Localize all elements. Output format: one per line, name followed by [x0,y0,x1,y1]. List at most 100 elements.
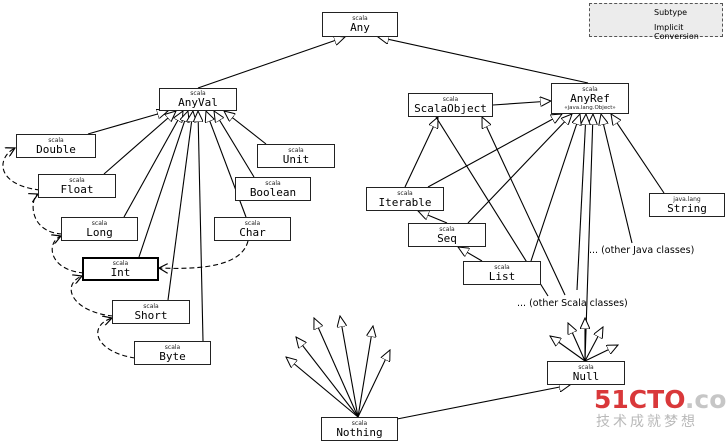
node-long-package: scala [91,219,108,227]
node-seq-name: Seq [437,231,457,245]
implicit-edge-short-to-int [70,276,114,317]
node-nothing-package: scala [351,419,368,427]
null-fan-arrow-2 [568,323,586,362]
null-fan-arrow-4 [584,327,603,362]
node-list-package: scala [494,263,510,271]
watermark-brand-grey: .com [684,385,728,414]
node-byte: scala Byte [134,341,211,365]
nothing-fan-arrow-1 [286,357,359,418]
legend-box: Subtype Implicit Conversion [589,3,723,41]
node-boolean: scala Boolean [235,177,311,201]
subtype-edge-iterable-to-scalaobject [404,117,438,188]
node-iterable-name: Iterable [378,195,432,209]
node-unit: scala Unit [257,144,335,168]
subtype-edge-char-to-anyval [206,111,247,218]
note-other-scala-classes: ... (other Scala classes) [517,298,628,309]
nothing-fan-arrow-3 [314,318,359,418]
node-float: scala Float [38,174,116,198]
node-list: scala List [463,261,541,285]
node-string-name: String [667,201,707,215]
node-any-name: Any [350,21,370,34]
nothing-fan-arrow-4 [340,316,359,418]
nothing-fan-arrow-6 [357,350,390,418]
node-iterable-package: scala [397,189,413,197]
subtype-edge-long-to-anyval [123,111,183,218]
node-scalaobject-package: scala [442,95,459,103]
node-scalaobject-name: ScalaObject [414,101,487,115]
subtype-edge-null-to-anyref [584,114,593,362]
nothing-fan-layer [286,316,618,418]
node-anyval-name: AnyVal [178,96,218,109]
subtype-edge-anyref-to-any [378,37,589,84]
node-iterable: scala Iterable [366,187,444,211]
subtype-edge-seq-to-iterable [418,211,448,224]
node-float-name: Float [60,182,94,196]
subtype-edge-short-to-anyval [167,111,193,301]
subtype-edge-iterable-to-anyref [427,114,562,188]
watermark-brand: 51CTO.com [594,385,728,414]
node-nothing-name: Nothing [336,425,383,439]
subtype-edge-double-to-anyval [87,111,168,135]
edges-layer [2,37,665,421]
node-anyref-package: scala [582,86,598,93]
node-float-package: scala [69,176,85,184]
subtype-edge-boolean-to-anyval [214,111,255,178]
node-anyref: scala AnyRef «java.lang.Object» [551,83,629,114]
node-string: java.lang String [649,193,725,217]
node-short: scala Short [112,300,190,324]
node-char-name: Char [239,225,266,239]
node-anyref-name: AnyRef [570,92,610,105]
subtype-edge-byte-to-anyval [198,111,204,342]
subtype-edge-other-scala-to-scalaobject [482,117,566,296]
node-null: scala Null [547,361,625,385]
node-char: scala Char [214,217,291,241]
node-short-package: scala [143,302,159,310]
watermark-tagline: 技术成就梦想 [596,414,698,430]
node-boolean-name: Boolean [249,185,297,199]
implicit-edge-float-to-double [2,148,41,191]
node-double-name: Double [36,142,76,156]
node-double: scala Double [16,134,96,158]
node-anyval: scala AnyVal [159,88,237,111]
node-double-package: scala [48,136,64,144]
node-boolean-package: scala [265,179,281,187]
nothing-fan-arrow-5 [357,326,373,418]
implicit-edge-int-to-long [52,236,85,274]
subtype-edge-list-to-seq [458,247,483,262]
subtype-edge-unit-to-anyval [224,111,267,145]
subtype-edge-string-to-anyref [611,114,665,194]
node-int-name: Int [110,265,131,279]
subtype-edge-anyval-to-any [197,37,345,89]
null-fan-arrow-5 [584,345,618,362]
node-seq-package: scala [439,225,455,233]
node-anyval-package: scala [190,90,206,97]
node-any: scala Any [322,12,398,37]
node-unit-name: Unit [282,152,310,166]
node-null-name: Null [572,369,600,383]
node-byte-package: scala [164,343,181,351]
legend-implicit-label: Implicit Conversion [654,23,699,41]
legend-subtype-label: Subtype [654,8,688,17]
note-other-java-classes: ... (other Java classes) [589,245,695,256]
node-list-name: List [488,269,516,283]
node-long: scala Long [61,217,138,241]
node-scalaobject: scala ScalaObject [408,93,493,117]
node-short-name: Short [134,308,168,322]
subtype-edge-int-to-anyval [138,111,188,258]
subtype-edge-seq-to-anyref [467,114,572,224]
subtype-edge-float-to-anyval [103,111,176,175]
watermark-logo: 51CTO.com 技术成就梦想 [594,385,728,431]
watermark-brand-red: 51CTO [594,385,685,414]
null-fan-arrow-1 [550,336,586,362]
node-string-package: java.lang [673,195,701,203]
node-null-package: scala [578,363,594,371]
subtype-edge-nothing-to-null [391,385,570,421]
node-byte-name: Byte [159,349,186,363]
implicit-edge-long-to-float [33,194,63,235]
node-nothing: scala Nothing [321,417,398,441]
subtype-edge-list-to-anyref [530,114,580,262]
node-int: scala Int [82,257,159,281]
node-any-package: scala [352,15,368,22]
node-unit-package: scala [288,146,304,154]
